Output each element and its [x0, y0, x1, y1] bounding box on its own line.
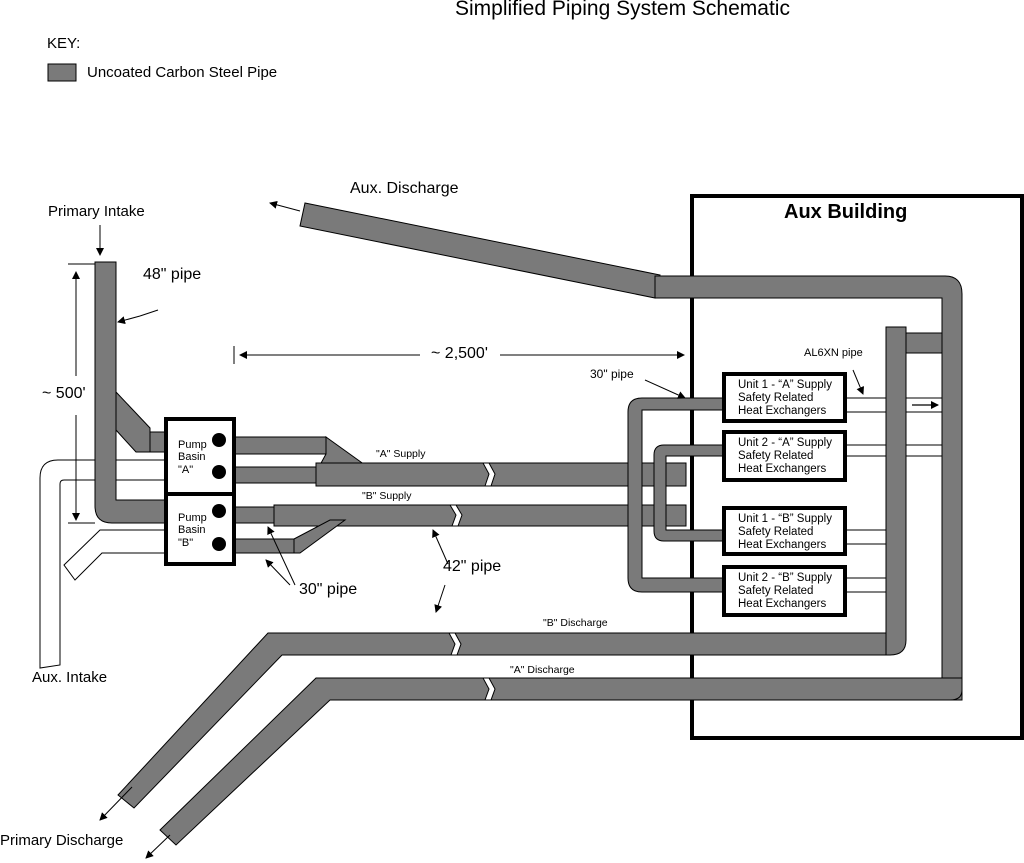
- a-discharge-pipe: [159, 677, 963, 846]
- pipe-48-label: 48" pipe: [143, 266, 202, 283]
- pump-basins: [164, 417, 236, 566]
- aux-building-label: Aux Building: [784, 201, 908, 223]
- key-heading: KEY:: [47, 35, 81, 52]
- b-supply-label: "B" Supply: [362, 490, 412, 502]
- pipe-30-top-label: 30" pipe: [590, 367, 634, 381]
- page-title: Simplified Piping System Schematic: [455, 0, 790, 20]
- dist-2500-label: ~ 2,500': [431, 345, 488, 362]
- primary-intake-pipe: [94, 261, 171, 524]
- a-discharge-label: "A" Discharge: [510, 664, 575, 676]
- dimension-lines: [68, 200, 864, 859]
- aux-discharge-pipe: [299, 202, 661, 299]
- pump-basin-b: [164, 492, 236, 566]
- dist-500-label: ~ 500': [42, 385, 86, 402]
- intake-branch-pipe: [115, 390, 151, 453]
- pipe-break-marks: [448, 462, 496, 701]
- b-discharge-label: "B" Discharge: [543, 617, 608, 629]
- pipe-30-bottom-label: 30" pipe: [299, 581, 358, 598]
- al6xn-label: AL6XN pipe: [804, 347, 863, 359]
- pipe-42-label: 42" pipe: [443, 558, 502, 575]
- primary-intake-label: Primary Intake: [48, 203, 145, 220]
- aux-building-outline: [690, 194, 1024, 740]
- primary-discharge-label: Primary Discharge: [0, 832, 124, 849]
- a-supply-label: "A" Supply: [376, 448, 426, 460]
- carbon-steel-pipes: [94, 202, 963, 846]
- key-swatch: [47, 63, 77, 82]
- aux-discharge-label: Aux. Discharge: [350, 180, 459, 197]
- aux-intake-label: Aux. Intake: [32, 669, 108, 686]
- b-discharge-pipe: [117, 632, 887, 809]
- key-item-label: Uncoated Carbon Steel Pipe: [87, 64, 278, 81]
- heat-exchanger-boxes: [722, 372, 847, 617]
